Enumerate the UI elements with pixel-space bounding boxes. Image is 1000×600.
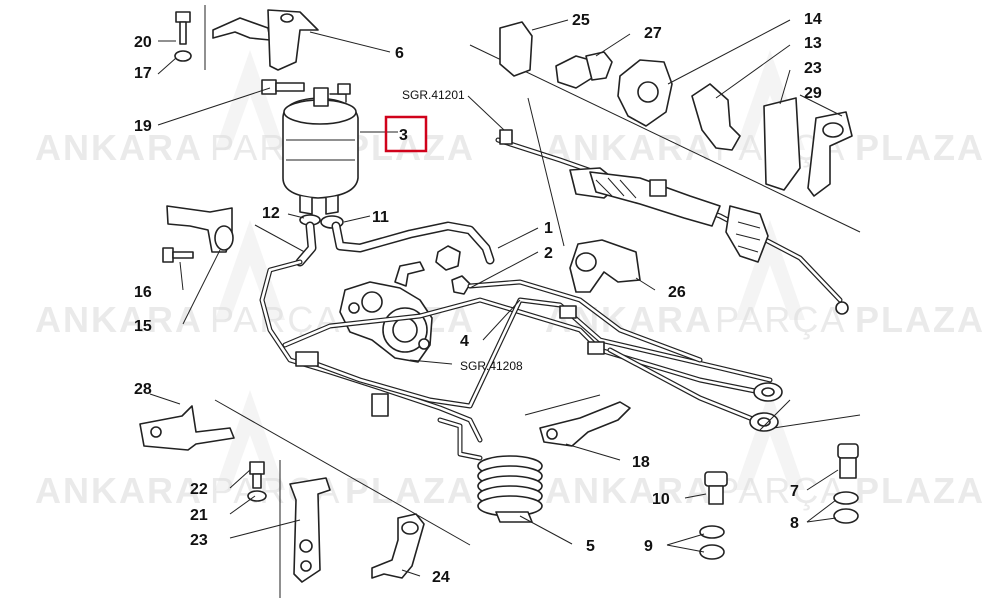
callout-17: 17	[134, 65, 152, 82]
callout-26: 26	[668, 284, 686, 301]
watermark-word: PARÇA	[715, 299, 846, 340]
bracket-18	[539, 401, 631, 447]
callout-27: 27	[644, 25, 662, 42]
callout-24: 24	[432, 569, 450, 586]
callout-4: 4	[460, 333, 469, 350]
watermark-word: PARÇA	[210, 299, 341, 340]
cooler-coil	[437, 417, 543, 523]
banjo-parts	[699, 443, 859, 560]
bracket-26	[569, 239, 641, 293]
callout-20: 20	[134, 34, 152, 51]
watermark-word: PLAZA	[345, 470, 475, 511]
bracket-23-assembly	[247, 461, 331, 583]
callout-9: 9	[644, 538, 653, 555]
callout-25: 25	[572, 12, 590, 29]
callout-2: 2	[544, 245, 553, 262]
callout-15: 15	[134, 318, 152, 335]
watermark: ANKARA PARÇA PLAZA ANKARA PARÇA PLAZA AN…	[35, 50, 985, 511]
top-right-parts	[499, 21, 853, 197]
watermark-word: PARÇA	[715, 470, 846, 511]
watermark-word: ANKARA	[35, 470, 203, 511]
callout-5: 5	[586, 538, 595, 555]
callout-1: 1	[544, 220, 553, 237]
callout-22: 22	[190, 481, 208, 498]
reference-labels: SGR.41201 SGR.41208	[402, 88, 523, 373]
watermark-word: PLAZA	[345, 127, 475, 168]
watermark-word: ANKARA	[35, 299, 203, 340]
callout-10: 10	[652, 491, 670, 508]
watermark-word: ANKARA	[545, 470, 713, 511]
callout-14: 14	[804, 11, 822, 28]
callout-13: 13	[804, 35, 822, 52]
callout-7: 7	[790, 483, 799, 500]
callout-23b: 23	[804, 60, 822, 77]
callout-3-highlight	[384, 115, 428, 153]
pipes	[259, 259, 783, 443]
watermark-word: ANKARA	[35, 127, 203, 168]
callout-16: 16	[134, 284, 152, 301]
bracket-28	[139, 405, 235, 451]
callout-21: 21	[190, 507, 208, 524]
bracket-assembly	[174, 9, 319, 95]
watermark-word: PLAZA	[855, 299, 985, 340]
leader-lines	[149, 19, 843, 577]
steering-rack	[495, 129, 849, 315]
callout-29: 29	[804, 85, 822, 102]
callout-28: 28	[134, 381, 152, 398]
callout-23: 23	[190, 532, 208, 549]
callout-19: 19	[134, 118, 152, 135]
bracket-24	[371, 513, 425, 579]
bracket-15-assembly	[162, 205, 234, 263]
callout-11: 11	[372, 209, 389, 226]
callout-8: 8	[790, 515, 799, 532]
callout-3: 3	[399, 127, 408, 144]
ref-pump: SGR.41208	[460, 359, 523, 373]
ref-steering-rack: SGR.41201	[402, 88, 465, 102]
watermark-word: PLAZA	[855, 127, 985, 168]
reservoir-assembly	[282, 83, 359, 215]
callout-18: 18	[632, 454, 650, 471]
hose-1	[295, 221, 495, 267]
callout-6: 6	[395, 45, 404, 62]
watermark-word: PLAZA	[855, 470, 985, 511]
section-lines	[204, 5, 861, 598]
callout-12: 12	[262, 205, 280, 222]
callout-labels: 20 17 19 6 3 12 11 1 2 4 5 16 15 28 18 2…	[134, 11, 822, 586]
